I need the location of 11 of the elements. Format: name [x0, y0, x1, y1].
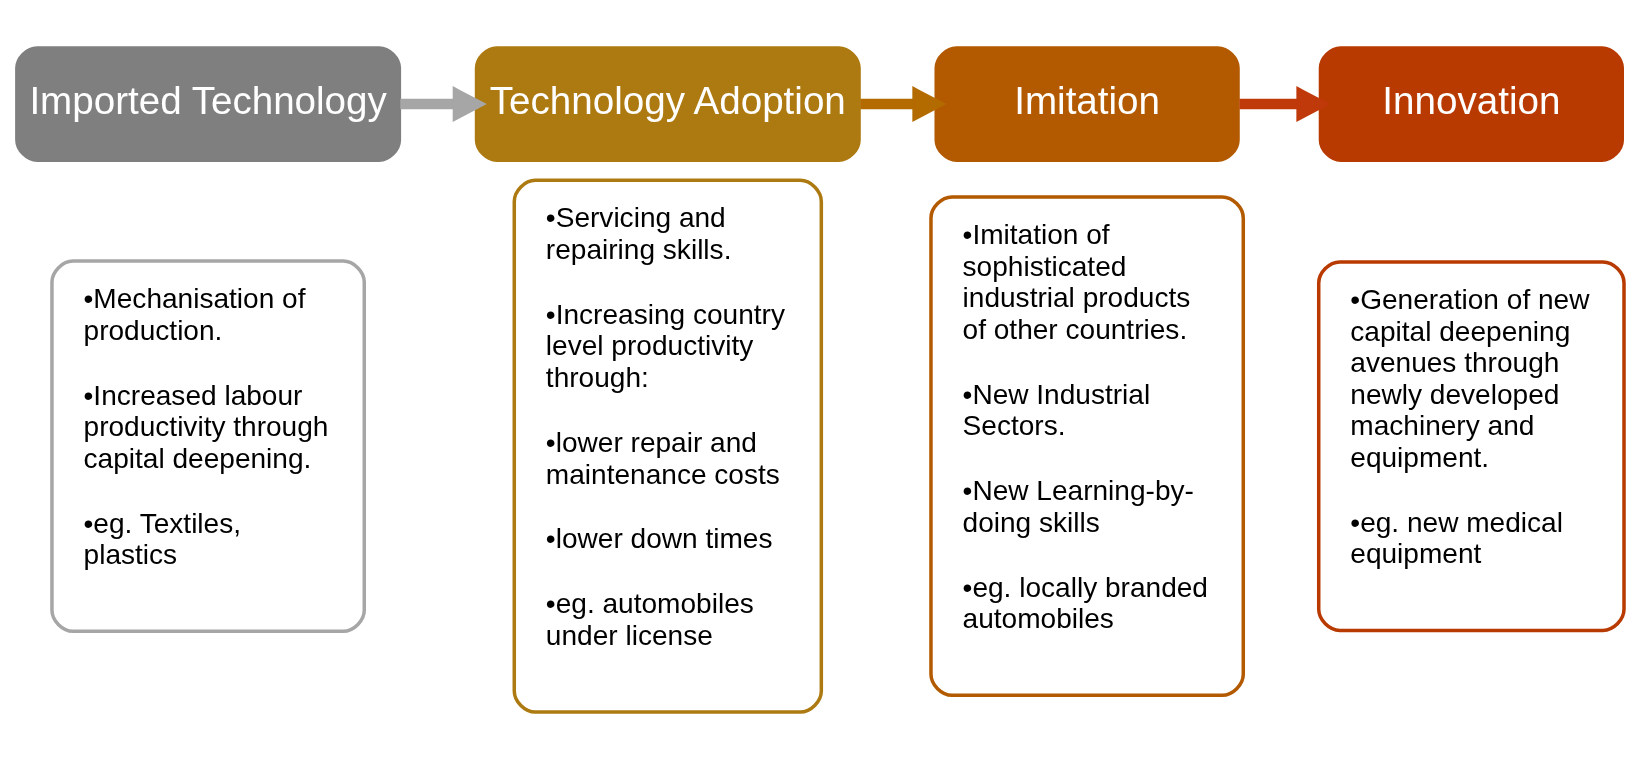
node-box: Imported Technology: [15, 45, 402, 162]
node-box: •Mechanisation of production. •Increased labour productivity through capital deepening. •eg. Textiles, plastics: [50, 258, 366, 633]
node-box: Technology Adoption: [474, 45, 861, 162]
arrow: [860, 85, 947, 122]
node-box: Imitation: [934, 45, 1240, 162]
arrow: [1239, 85, 1331, 122]
node-box: •Servicing and repairing skills. •Increasing country level productivity through: •lower repair and maintenance costs •lower down times •eg. automobiles under license: [512, 178, 824, 714]
arrow: [400, 85, 487, 122]
node-box: •Imitation of sophisticated industrial products of other countries. •New Industrial Sectors. •New Learning-by-doing skills •eg. locally branded automobiles: [929, 194, 1246, 697]
node-box: •Generation of new capital deepening avenues through newly developed machinery and equipment. •eg. new medical equipment: [1316, 259, 1626, 632]
node-box: Innovation: [1318, 45, 1624, 162]
